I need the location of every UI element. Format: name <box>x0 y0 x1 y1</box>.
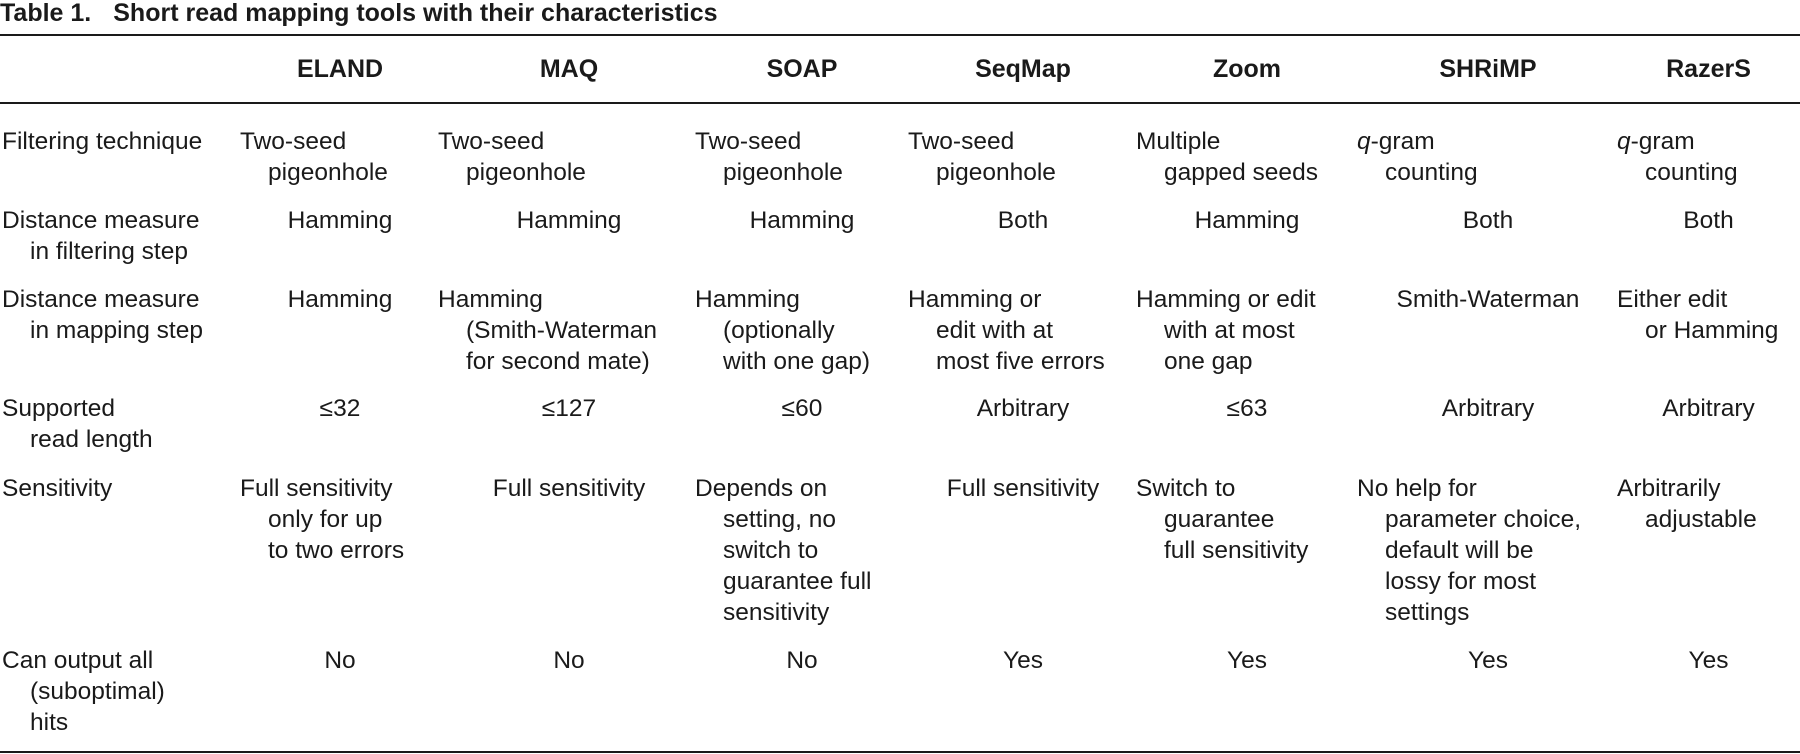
row-label-filtering-technique: Filtering technique <box>2 128 203 155</box>
table-cell: Arbitrary <box>1662 395 1755 422</box>
row-label-sensitivity: Sensitivity <box>2 475 113 502</box>
bottom-rule <box>0 751 1800 753</box>
table-cell: Hamming <box>287 286 393 313</box>
column-header-soap: SOAP <box>766 55 838 83</box>
table-cell: Arbitrary <box>976 395 1070 422</box>
table-cell: Hamming <box>516 207 622 234</box>
table-title: Short read mapping tools with their char… <box>113 0 718 27</box>
table-cell: Both <box>1683 207 1734 234</box>
table-cell: No <box>786 647 818 674</box>
table-cell: Yes <box>1227 647 1267 674</box>
table-cell: ≤60 <box>781 395 823 422</box>
table-cell: Hamming <box>749 207 855 234</box>
header-rule <box>0 102 1800 104</box>
column-header-zoom: Zoom <box>1212 55 1282 83</box>
table-cell: ≤63 <box>1226 395 1268 422</box>
table-cell: ≤32 <box>319 395 361 422</box>
column-header-shrimp: SHRiMP <box>1439 55 1537 83</box>
table-cell: Full sensitivity <box>946 475 1100 502</box>
table-caption: Table 1. Short read mapping tools with th… <box>0 0 718 30</box>
table-cell: Hamming <box>1194 207 1300 234</box>
column-header-seqmap: SeqMap <box>975 55 1071 83</box>
column-header-eland: ELAND <box>296 55 384 83</box>
top-rule <box>0 34 1800 36</box>
table-cell: ≤127 <box>541 395 597 422</box>
row-label-output-hits: Can output all(suboptimal)hits <box>2 647 165 736</box>
table-cell: Arbitrary <box>1441 395 1535 422</box>
table-cell: Both <box>997 207 1049 234</box>
table-cell: Yes <box>1468 647 1508 674</box>
table-cell: Smith-Waterman <box>1396 286 1580 313</box>
table-cell: Both <box>1462 207 1514 234</box>
table-cell: Full sensitivity <box>492 475 646 502</box>
table-cell: No <box>553 647 585 674</box>
table-number: Table 1. <box>0 0 92 27</box>
column-header-maq: MAQ <box>539 55 599 83</box>
table-cell: Yes <box>1003 647 1043 674</box>
table-cell: Yes <box>1688 647 1729 674</box>
table-cell: Hamming <box>287 207 393 234</box>
table-cell: No <box>324 647 356 674</box>
column-header-razers: RazerS <box>1666 55 1751 83</box>
